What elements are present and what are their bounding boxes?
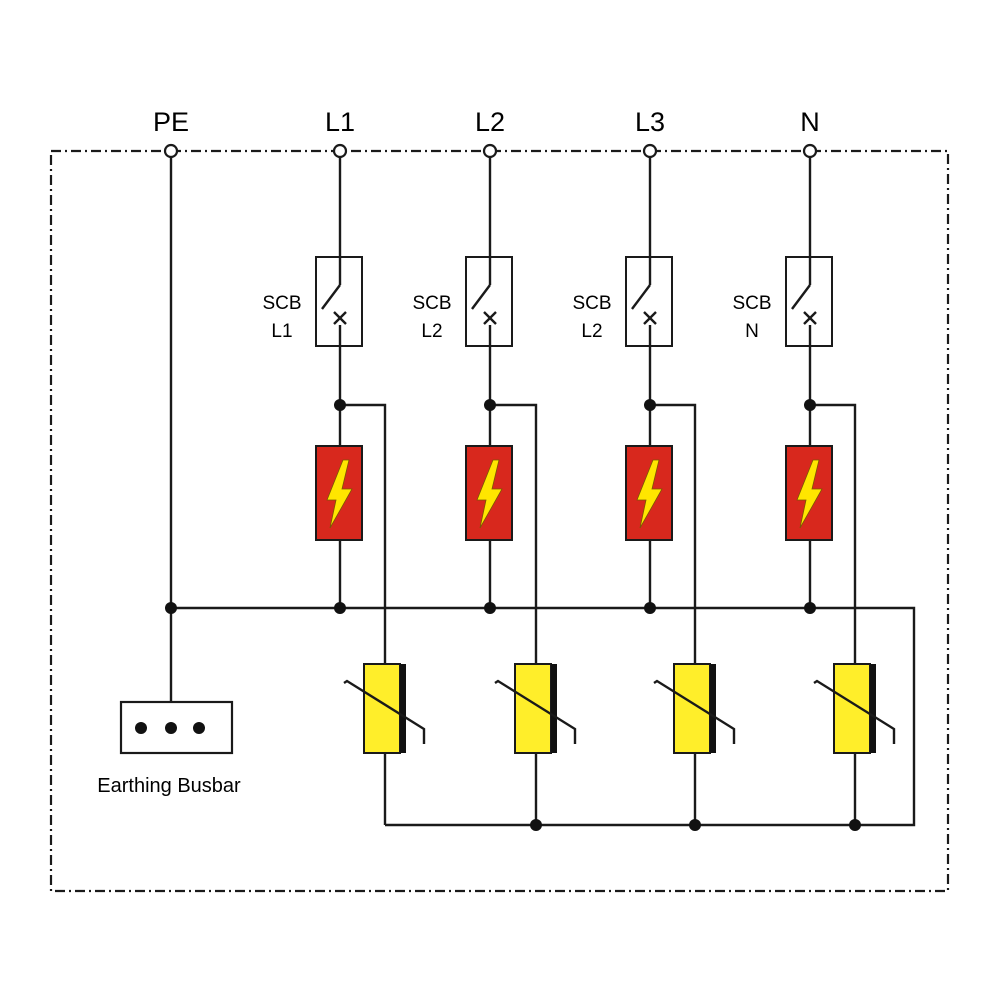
lightning-bolt-icon bbox=[326, 459, 353, 529]
breaker-label-l3-line1: SCB bbox=[572, 293, 611, 314]
breaker-label-l3-line2: L2 bbox=[581, 321, 602, 342]
earthing-busbar-label: Earthing Busbar bbox=[97, 775, 241, 797]
switch-icon bbox=[631, 257, 657, 346]
breaker-labels: SCB L1 SCB L2 SCB L2 SCB N bbox=[262, 293, 771, 342]
lightning-bolt-icon bbox=[476, 459, 503, 529]
terminal-label-l1: L1 bbox=[325, 107, 355, 137]
varistor-4 bbox=[813, 663, 896, 754]
switch-icon bbox=[471, 257, 497, 346]
breaker-l1 bbox=[315, 256, 363, 347]
breaker-label-l1-line2: L1 bbox=[271, 321, 292, 342]
enclosure-border bbox=[49, 149, 950, 893]
phase-wires bbox=[338, 156, 812, 608]
terminal-label-l3: L3 bbox=[635, 107, 665, 137]
breaker-n bbox=[785, 256, 833, 347]
terminals bbox=[163, 143, 818, 159]
varistor-branch-wires bbox=[340, 403, 857, 825]
switch-icon bbox=[321, 257, 347, 346]
terminal-l2 bbox=[482, 143, 498, 159]
terminal-l3 bbox=[642, 143, 658, 159]
lightning-bolt-icon bbox=[636, 459, 663, 529]
terminal-label-l2: L2 bbox=[475, 107, 505, 137]
junction-dots bbox=[165, 399, 861, 831]
surge-protector-n bbox=[785, 445, 833, 541]
breaker-label-n-line1: SCB bbox=[732, 293, 771, 314]
terminal-pe bbox=[163, 143, 179, 159]
varistor-1 bbox=[343, 663, 426, 754]
breaker-label-l2-line1: SCB bbox=[412, 293, 451, 314]
varistor-2 bbox=[494, 663, 577, 754]
breaker-label-l1-line1: SCB bbox=[262, 293, 301, 314]
terminal-label-n: N bbox=[800, 107, 820, 137]
terminal-label-pe: PE bbox=[153, 107, 189, 137]
breaker-l2 bbox=[465, 256, 513, 347]
terminal-n bbox=[802, 143, 818, 159]
varistor-3 bbox=[653, 663, 736, 754]
switch-icon bbox=[791, 257, 817, 346]
varistor-icon bbox=[653, 679, 736, 744]
earthing-busbar bbox=[119, 700, 234, 755]
pe-bus-line bbox=[171, 606, 916, 827]
surge-protector-l3 bbox=[625, 445, 673, 541]
surge-protector-l2 bbox=[465, 445, 513, 541]
varistor-icon bbox=[494, 679, 577, 744]
breaker-l3 bbox=[625, 256, 673, 347]
terminal-l1 bbox=[332, 143, 348, 159]
varistor-icon bbox=[343, 679, 426, 744]
breaker-label-l2-line2: L2 bbox=[421, 321, 442, 342]
varistor-icon bbox=[813, 679, 896, 744]
surge-protector-l1 bbox=[315, 445, 363, 541]
breaker-label-n-line2: N bbox=[745, 321, 759, 342]
lightning-bolt-icon bbox=[796, 459, 823, 529]
